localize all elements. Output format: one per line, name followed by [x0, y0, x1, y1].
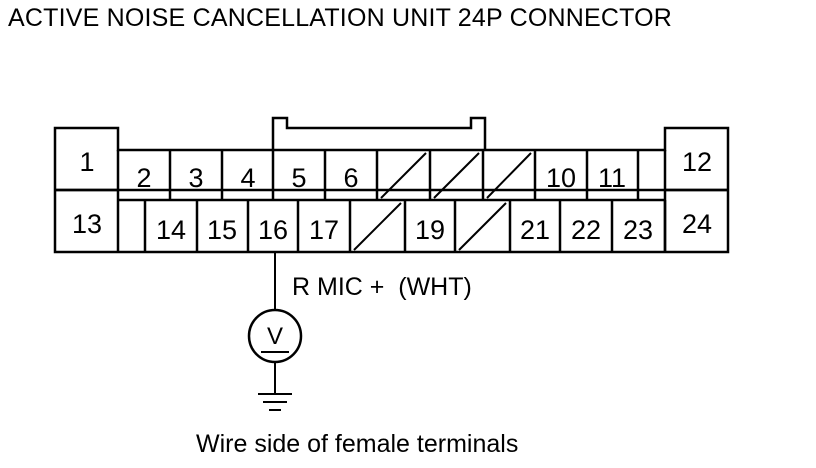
terminal-1: 1 [79, 147, 94, 177]
empty-cavity-9 [486, 152, 532, 199]
empty-cavity-20 [458, 202, 507, 251]
empty-cavity-18 [353, 202, 402, 251]
terminal-19: 19 [415, 215, 445, 245]
terminal-4: 4 [240, 163, 255, 193]
empty-cavity-marks [353, 152, 532, 251]
terminal-3: 3 [188, 163, 203, 193]
connector-housing [53, 116, 730, 254]
terminal-14: 14 [156, 215, 186, 245]
terminal-10: 10 [546, 163, 576, 193]
voltmeter-symbol: V [267, 323, 283, 350]
terminal-22: 22 [571, 215, 601, 245]
terminal-21: 21 [520, 215, 550, 245]
terminal-17: 17 [309, 215, 339, 245]
terminal-15: 15 [207, 215, 237, 245]
voltmeter-probe [247, 252, 303, 411]
terminal-6: 6 [343, 163, 358, 193]
terminal-23: 23 [623, 215, 653, 245]
empty-cavity-7 [380, 152, 427, 199]
empty-cavity-8 [433, 152, 480, 199]
top-row-labels: 1 2 3 4 5 6 10 11 12 [79, 147, 712, 193]
ground-icon [258, 393, 292, 411]
terminal-2: 2 [136, 163, 151, 193]
bottom-row-labels: 13 14 15 16 17 19 21 22 23 24 [72, 209, 712, 245]
terminal-5: 5 [291, 163, 306, 193]
terminal-11: 11 [598, 163, 626, 193]
diagram-caption: Wire side of female terminals [196, 430, 519, 458]
terminal-24: 24 [682, 209, 712, 239]
terminal-12: 12 [682, 147, 712, 177]
diagram-title: ACTIVE NOISE CANCELLATION UNIT 24P CONNE… [8, 4, 673, 32]
terminal-13: 13 [72, 209, 102, 239]
terminal-16: 16 [258, 215, 288, 245]
wire-label: R MIC + (WHT) [292, 273, 472, 301]
